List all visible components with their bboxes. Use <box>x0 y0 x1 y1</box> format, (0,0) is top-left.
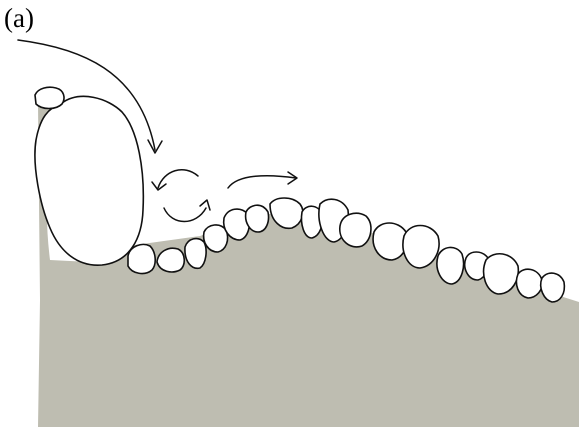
pebble <box>35 87 64 108</box>
cobble <box>373 223 407 260</box>
cobble <box>437 247 464 284</box>
cobble <box>246 205 269 232</box>
cobble <box>516 269 542 298</box>
cobble <box>128 244 155 273</box>
cobble <box>340 213 371 247</box>
boulder <box>35 96 143 265</box>
circulation-arrows-icon <box>152 170 210 222</box>
curved-arrow-right-icon <box>228 172 297 188</box>
cobble <box>204 225 228 252</box>
